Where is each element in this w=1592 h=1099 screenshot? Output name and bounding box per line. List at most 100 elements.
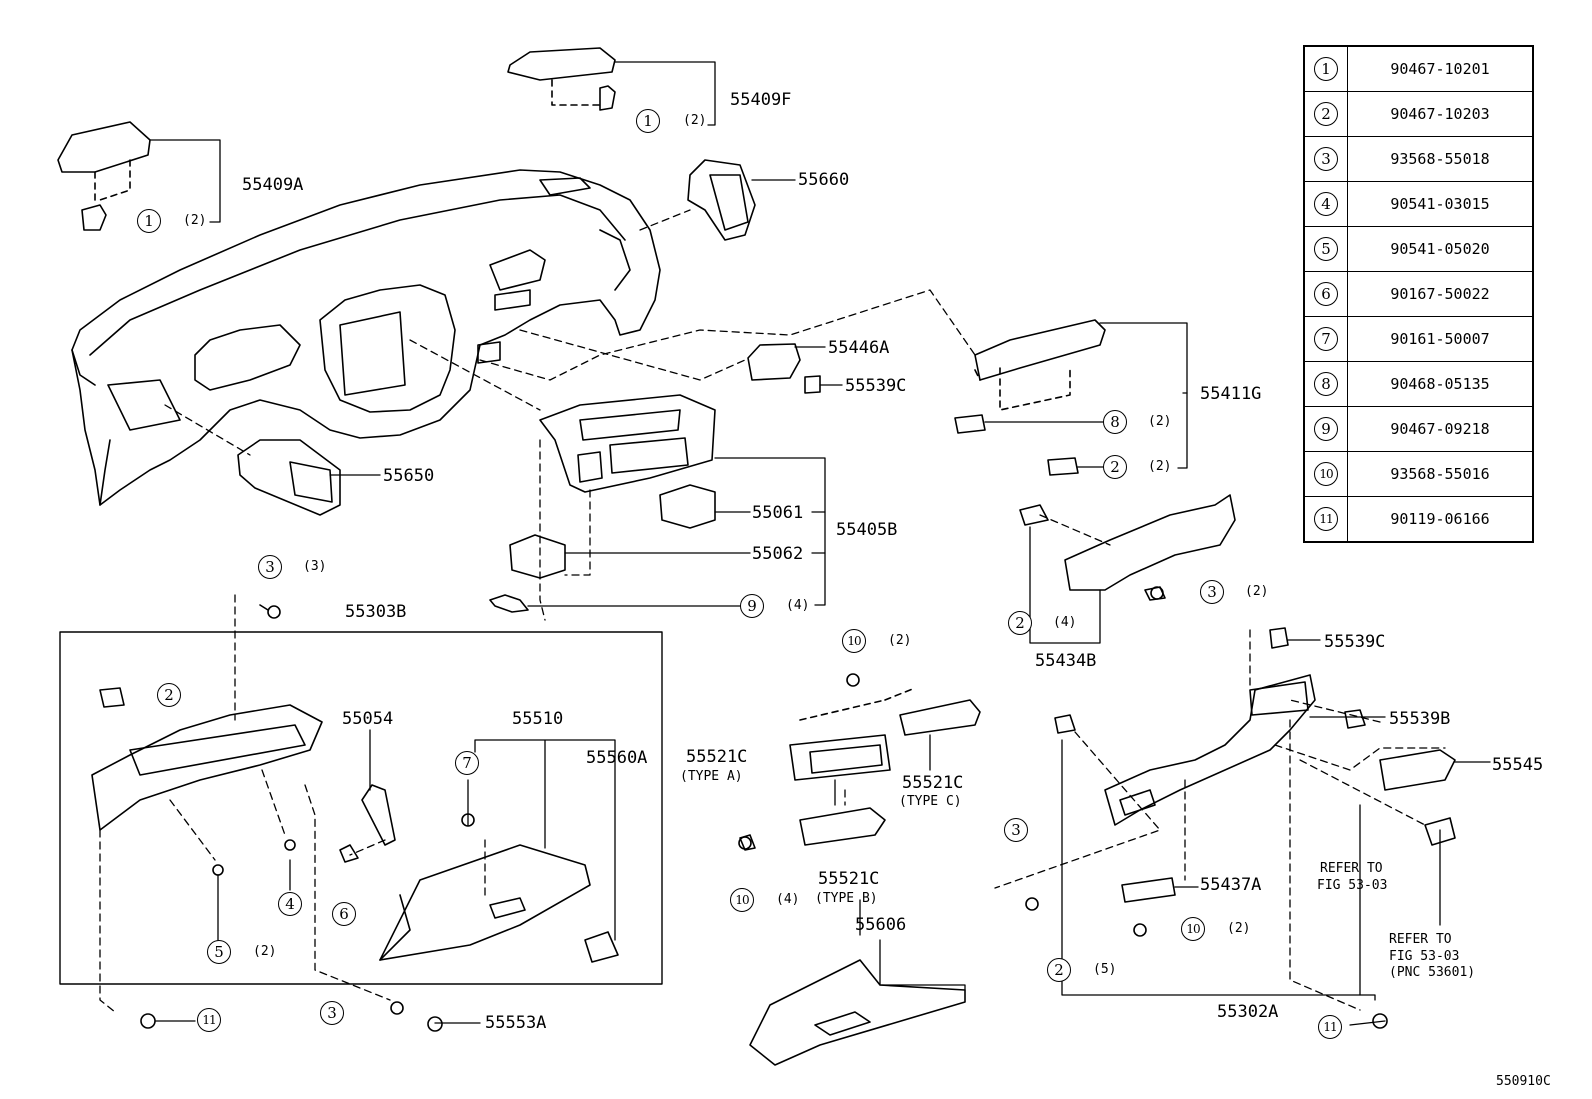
label-55054: 55054 xyxy=(342,709,394,729)
part-55510-drawing xyxy=(379,844,619,963)
part-55405B-drawing xyxy=(539,394,716,493)
label-55303B: 55303B xyxy=(345,602,407,622)
callout-2a-key: 2 xyxy=(1103,455,1127,479)
row-part-number: 90167-50022 xyxy=(1347,271,1534,317)
row-key: 9 xyxy=(1314,417,1338,441)
label-55411G: 55411G xyxy=(1200,384,1262,404)
dashboard-panel xyxy=(71,169,661,506)
callout-3c-key: 3 xyxy=(1004,818,1028,842)
callout-2d-qty: (5) xyxy=(1093,962,1117,977)
label-55650: 55650 xyxy=(383,466,435,486)
label-55409A: 55409A xyxy=(242,175,304,195)
row-part-number: 90467-10201 xyxy=(1347,45,1534,92)
label-55660: 55660 xyxy=(798,170,850,190)
callout-7-key: 7 xyxy=(455,751,479,775)
callout-1a-key: 1 xyxy=(636,109,660,133)
table-row: 11 90119-06166 xyxy=(1303,496,1534,543)
row-key: 11 xyxy=(1314,507,1338,531)
label-55606: 55606 xyxy=(855,915,907,935)
callout-1b-qty: (2) xyxy=(183,213,207,228)
callout-9-key: 9 xyxy=(740,594,764,618)
part-55650-drawing xyxy=(237,439,341,516)
table-row: 3 93568-55018 xyxy=(1303,136,1534,182)
label-type-b: (TYPE B) xyxy=(815,891,878,906)
refer-note-2-line3: (PNC 53601) xyxy=(1389,965,1476,980)
row-part-number: 90468-05135 xyxy=(1347,361,1534,407)
row-part-number: 93568-55018 xyxy=(1347,136,1534,182)
row-key: 10 xyxy=(1314,462,1338,486)
table-row: 1 90467-10201 xyxy=(1303,45,1534,92)
part-55062-drawing xyxy=(509,534,566,579)
refer-note-1-line1: REFER TO xyxy=(1320,861,1383,876)
part-55521C-drawing xyxy=(739,687,981,851)
callout-11b-key: 11 xyxy=(1318,1015,1342,1039)
row-key: 5 xyxy=(1314,237,1338,261)
part-55446A-drawing xyxy=(747,343,821,394)
table-row: 6 90167-50022 xyxy=(1303,271,1534,317)
callout-11a-key: 11 xyxy=(197,1008,221,1032)
callout-1b-key: 1 xyxy=(137,209,161,233)
part-55606-drawing xyxy=(749,959,966,1066)
label-55521C-a: 55521C xyxy=(686,747,748,767)
row-part-number: 93568-55016 xyxy=(1347,451,1534,497)
callout-2b-qty: (4) xyxy=(1053,615,1077,630)
part-55303B-drawing xyxy=(91,687,323,831)
callout-9-qty: (4) xyxy=(786,598,810,613)
label-type-c: (TYPE C) xyxy=(899,794,962,809)
row-key: 8 xyxy=(1314,372,1338,396)
callout-8-qty: (2) xyxy=(1148,414,1172,429)
label-55446A: 55446A xyxy=(828,338,890,358)
callout-3d-key: 3 xyxy=(320,1001,344,1025)
callout-3a-key: 3 xyxy=(258,555,282,579)
label-55434B: 55434B xyxy=(1035,651,1097,671)
callout-5-qty: (2) xyxy=(253,944,277,959)
label-55521C-c: 55521C xyxy=(902,773,964,793)
fastener-drawings xyxy=(140,586,1388,1032)
part-55409A-drawing xyxy=(57,121,151,231)
label-55061: 55061 xyxy=(752,503,804,523)
row-part-number: 90467-09218 xyxy=(1347,406,1534,452)
table-row: 8 90468-05135 xyxy=(1303,361,1534,407)
diagram-code: 550910C xyxy=(1496,1074,1551,1089)
row-part-number: 90541-03015 xyxy=(1347,181,1534,227)
label-55437A: 55437A xyxy=(1200,875,1262,895)
part-55409F-drawing xyxy=(507,47,616,111)
row-part-number: 90119-06166 xyxy=(1347,496,1534,543)
row-part-number: 90541-05020 xyxy=(1347,226,1534,272)
glove-box-frame xyxy=(59,631,663,985)
table-row: 5 90541-05020 xyxy=(1303,226,1534,272)
label-55302A: 55302A xyxy=(1217,1002,1279,1022)
callout-2d-key: 2 xyxy=(1047,958,1071,982)
callout-8-key: 8 xyxy=(1103,410,1127,434)
callout-2b-key: 2 xyxy=(1008,611,1032,635)
leader-lines xyxy=(149,61,1491,1026)
callout-10a-qty: (2) xyxy=(888,633,912,648)
callout-1a-qty: (2) xyxy=(683,113,707,128)
part-55660-drawing xyxy=(687,159,756,241)
part-55302A-drawing xyxy=(1054,627,1456,903)
part-55061-drawing xyxy=(659,484,716,529)
row-key: 4 xyxy=(1314,192,1338,216)
refer-note-2-line1: REFER TO xyxy=(1389,932,1452,947)
row-key: 1 xyxy=(1314,57,1338,81)
row-key: 6 xyxy=(1314,282,1338,306)
callout-3b-key: 3 xyxy=(1200,580,1224,604)
callout-2c-key: 2 xyxy=(157,683,181,707)
row-key: 3 xyxy=(1314,147,1338,171)
label-55545: 55545 xyxy=(1492,755,1544,775)
label-55539C-top: 55539C xyxy=(845,376,907,396)
label-55539B: 55539B xyxy=(1389,709,1451,729)
label-55521C-b: 55521C xyxy=(818,869,880,889)
assembly-dashed-lines xyxy=(99,209,1446,1013)
callout-3b-qty: (2) xyxy=(1245,584,1269,599)
row-key: 7 xyxy=(1314,327,1338,351)
callout-10a-key: 10 xyxy=(842,629,866,653)
label-55409F: 55409F xyxy=(730,90,792,110)
row-key: 2 xyxy=(1314,102,1338,126)
label-55510: 55510 xyxy=(512,709,564,729)
label-55405B: 55405B xyxy=(836,520,898,540)
